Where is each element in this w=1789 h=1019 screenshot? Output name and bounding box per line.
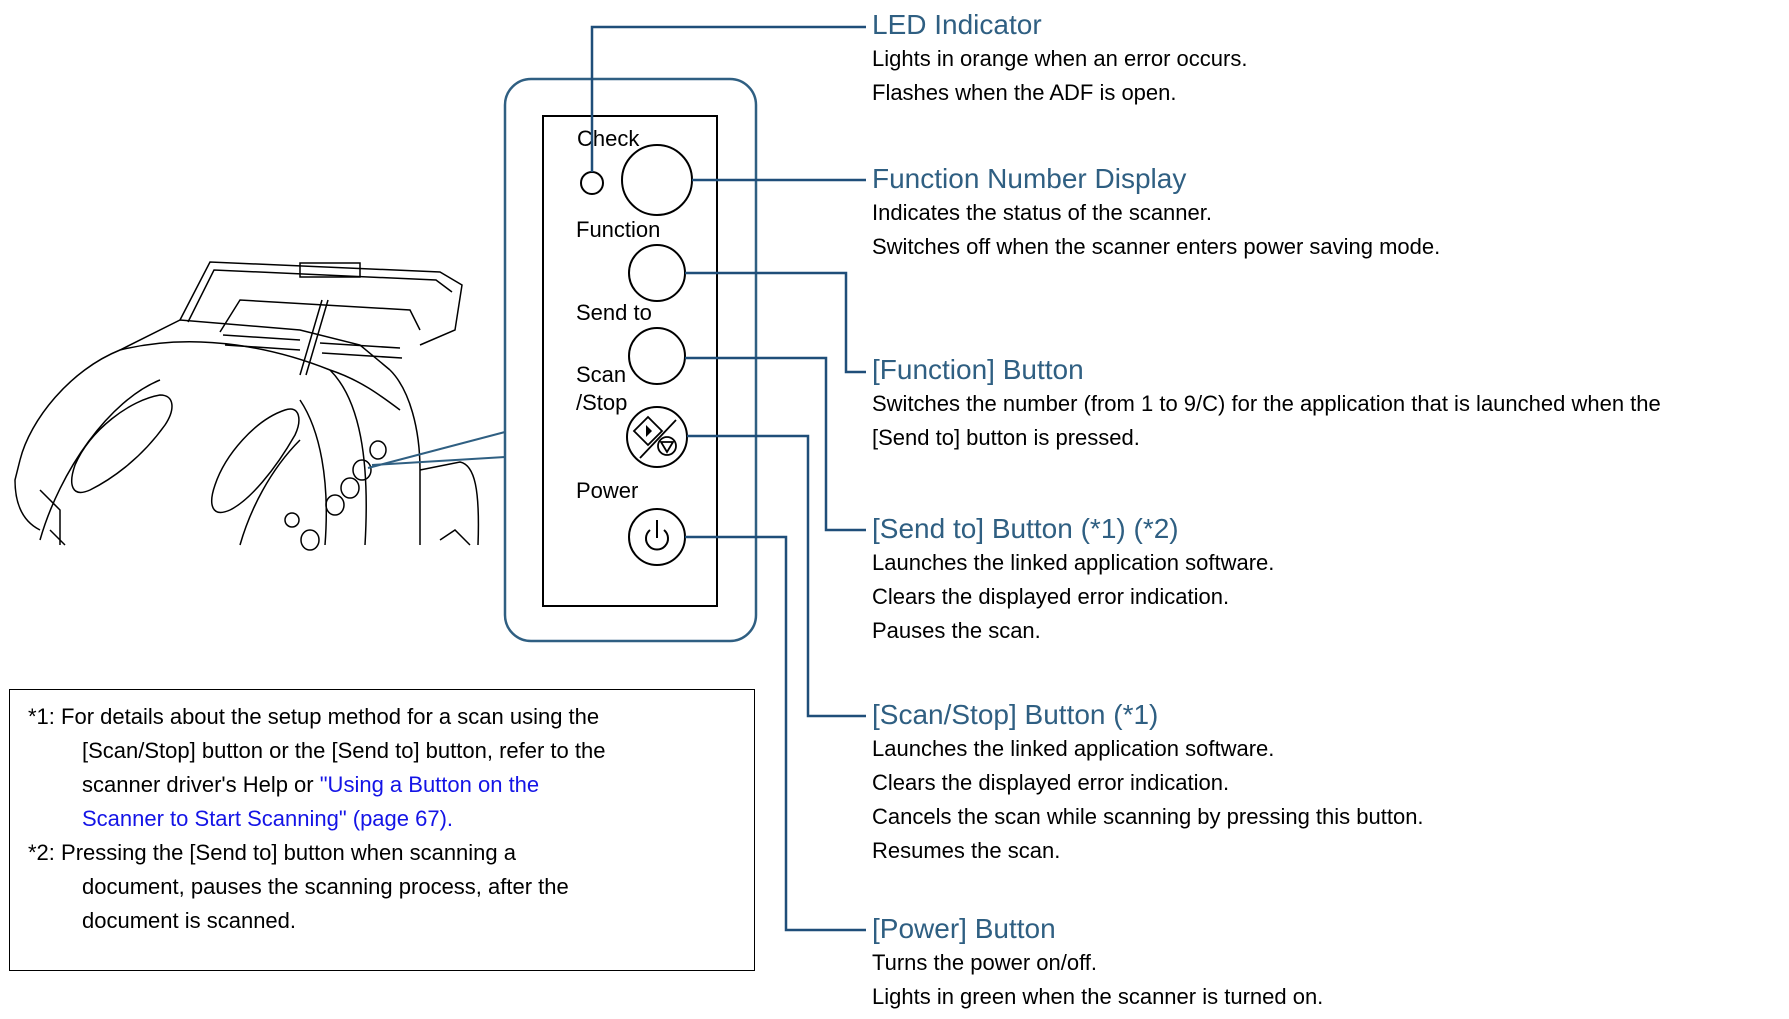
desc-line: Lights in green when the scanner is turn…	[872, 984, 1324, 1009]
page-67-link[interactable]: "Using a Button on the	[319, 772, 540, 797]
desc-line: Indicates the status of the scanner.	[872, 200, 1212, 225]
desc-line: Pauses the scan.	[872, 618, 1041, 643]
power-label: Power	[576, 478, 638, 503]
scanner-illustration	[14, 261, 480, 551]
control-panel	[542, 115, 718, 607]
desc-line: Turns the power on/off.	[872, 950, 1098, 975]
footnote-2-line: document is scanned.	[82, 908, 297, 933]
led-indicator	[580, 171, 604, 195]
desc-line: Cancels the scan while scanning by press…	[872, 804, 1424, 829]
leader-lines	[590, 25, 866, 932]
desc-line: [Send to] button is pressed.	[872, 425, 1140, 450]
desc-title: [Power] Button	[872, 913, 1056, 944]
leader-function	[685, 271, 866, 374]
power-button[interactable]	[628, 508, 686, 566]
desc-line: Clears the displayed error indication.	[872, 770, 1230, 795]
leader-send-to	[685, 356, 866, 532]
send-to-button[interactable]	[628, 327, 686, 385]
desc-power-button: [Power] Button Turns the power on/off. L…	[872, 912, 1323, 1014]
desc-title: [Scan/Stop] Button (*1)	[872, 699, 1159, 730]
footnote-1-line: scanner driver's Help or "Using a Button…	[82, 768, 539, 802]
page-67-link[interactable]: Scanner to Start Scanning" (page 67).	[82, 806, 454, 831]
scan-label: Scan	[576, 362, 626, 387]
scan-stop-button[interactable]	[626, 406, 688, 468]
footnote-1-line: *1: For details about the setup method f…	[28, 704, 600, 729]
desc-line: Clears the displayed error indication.	[872, 584, 1230, 609]
send-to-label: Send to	[576, 300, 652, 325]
desc-title: [Function] Button	[872, 354, 1084, 385]
function-number-display	[621, 144, 693, 216]
desc-send-to-button: [Send to] Button (*1) (*2) Launches the …	[872, 512, 1274, 648]
function-button[interactable]	[628, 244, 686, 302]
desc-line: Switches off when the scanner enters pow…	[872, 234, 1441, 259]
footnote-2-line: *2: Pressing the [Send to] button when s…	[28, 840, 516, 865]
stop-label: /Stop	[576, 390, 627, 415]
desc-title: Function Number Display	[872, 163, 1187, 194]
desc-line: Resumes the scan.	[872, 838, 1061, 863]
desc-line: Flashes when the ADF is open.	[872, 80, 1177, 105]
desc-line: Launches the linked application software…	[872, 736, 1275, 761]
leader-power	[685, 535, 866, 932]
power-icon	[645, 520, 669, 551]
leader-scan-stop	[687, 434, 866, 718]
zoom-lines	[367, 431, 506, 469]
desc-title: LED Indicator	[872, 9, 1042, 40]
scan-stop-icon	[632, 415, 677, 459]
desc-line: Switches the number (from 1 to 9/C) for …	[872, 391, 1661, 416]
footnote-box: *1: For details about the setup method f…	[9, 689, 755, 971]
footnote-1-text: scanner driver's Help or	[82, 772, 320, 797]
footnote-1-line: [Scan/Stop] button or the [Send to] butt…	[82, 738, 606, 763]
desc-title: [Send to] Button (*1) (*2)	[872, 513, 1179, 544]
footnote-2-line: document, pauses the scanning process, a…	[82, 874, 569, 899]
desc-function-number-display: Function Number Display Indicates the st…	[872, 162, 1440, 264]
desc-function-button: [Function] Button Switches the number (f…	[872, 353, 1661, 455]
check-label: Check	[577, 126, 640, 151]
function-label: Function	[576, 217, 660, 242]
desc-led-indicator: LED Indicator Lights in orange when an e…	[872, 8, 1247, 110]
leader-led	[590, 25, 866, 172]
desc-scan-stop-button: [Scan/Stop] Button (*1) Launches the lin…	[872, 698, 1424, 868]
desc-line: Launches the linked application software…	[872, 550, 1275, 575]
desc-line: Lights in orange when an error occurs.	[872, 46, 1248, 71]
panel-callout-frame	[503, 77, 758, 643]
